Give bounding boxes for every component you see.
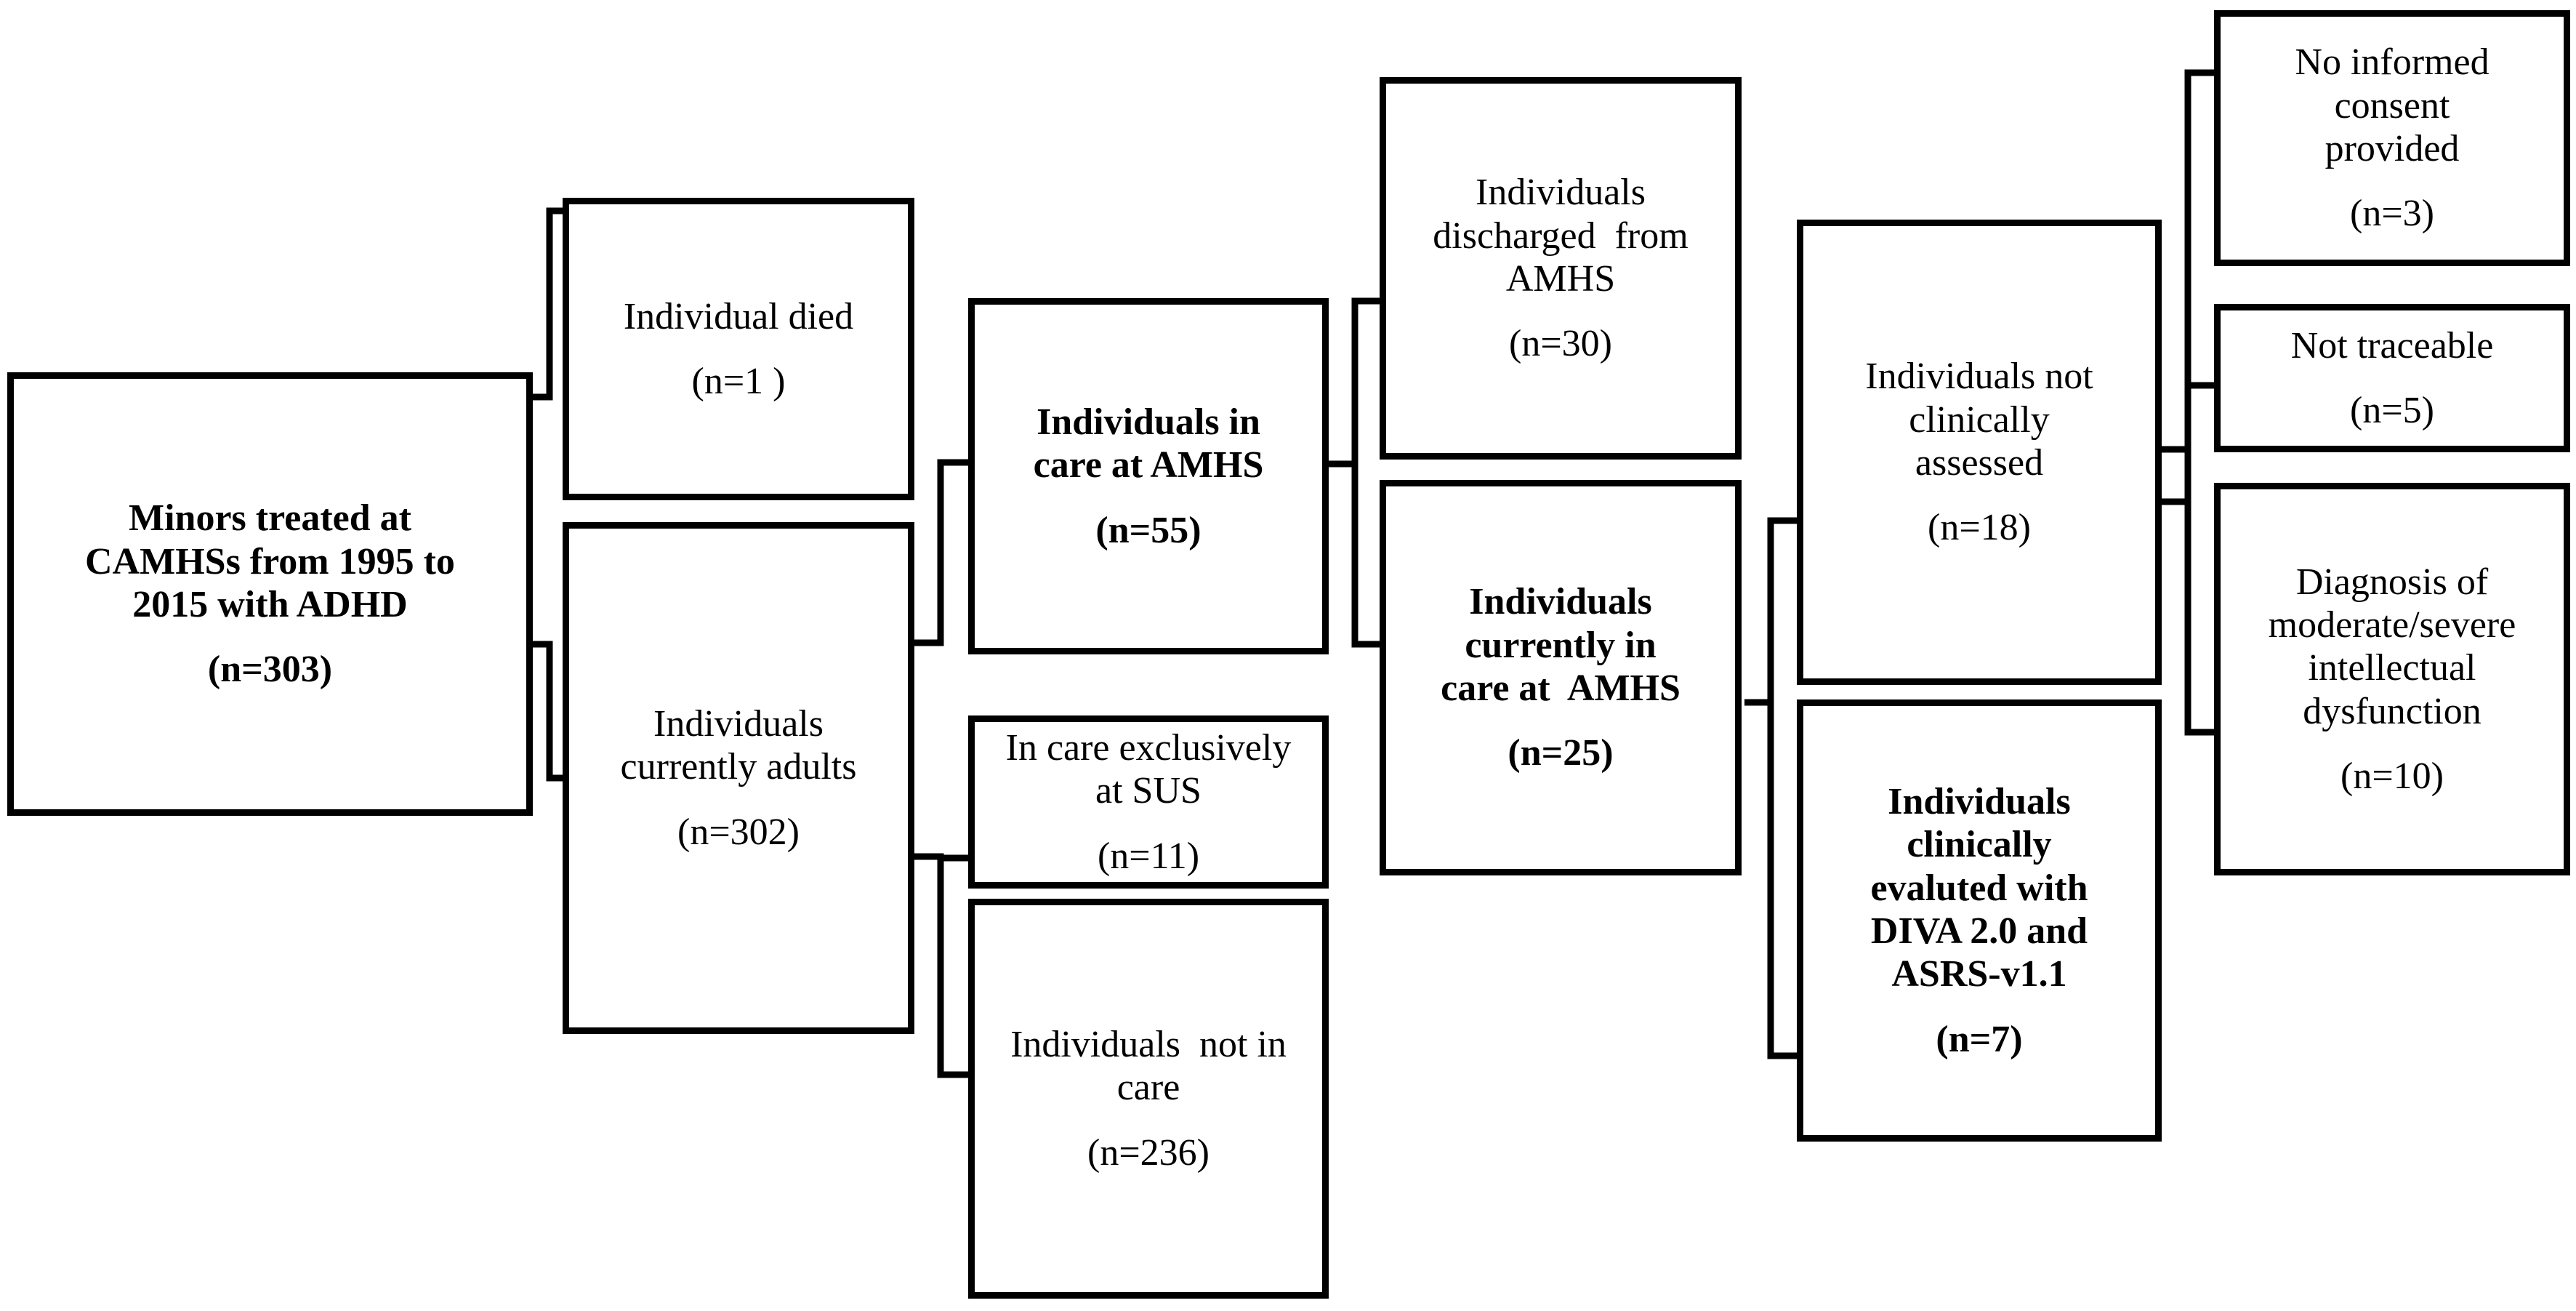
edge-adults-notincare xyxy=(914,853,968,1078)
node-intellectual-line-1: moderate/severe xyxy=(2268,604,2516,646)
node-adults-line-1: currently adults xyxy=(620,746,857,788)
node-no-consent-count: (n=3) xyxy=(2350,193,2434,235)
node-not-assessed-line-2: assessed xyxy=(1915,442,2044,484)
node-intellectual-line-3: dysfunction xyxy=(2303,690,2482,732)
edge-currently-evaluated xyxy=(1744,699,1797,1059)
edge-notassessed-nottraceable xyxy=(2162,382,2214,505)
node-currently-in-care[interactable]: Individuals currently in care at AMHS (n… xyxy=(1380,480,1742,875)
node-discharged[interactable]: Individuals discharged from AMHS (n=30) xyxy=(1380,77,1742,460)
node-currently-in-care-line-0: Individuals xyxy=(1469,581,1652,623)
edge-root-adults xyxy=(533,641,563,782)
node-died[interactable]: Individual died (n=1 ) xyxy=(563,198,914,500)
node-currently-in-care-line-1: currently in xyxy=(1465,624,1657,666)
node-not-traceable-line-0: Not traceable xyxy=(2290,324,2494,366)
node-root-count: (n=303) xyxy=(207,649,333,691)
node-discharged-line-1: discharged from xyxy=(1433,215,1689,257)
edge-adults-in-care xyxy=(914,459,968,646)
node-died-line-0: Individual died xyxy=(623,295,854,337)
node-not-in-care[interactable]: Individuals not in care (n=236) xyxy=(968,899,1329,1299)
node-in-care-amhs[interactable]: Individuals in care at AMHS (n=55) xyxy=(968,298,1329,654)
node-no-consent-line-1: consent xyxy=(2334,84,2450,127)
node-discharged-line-0: Individuals xyxy=(1476,172,1646,214)
node-not-traceable[interactable]: Not traceable (n=5) xyxy=(2214,304,2570,452)
edge-notassessed-intellectual xyxy=(2162,498,2214,736)
node-not-assessed-line-1: clinically xyxy=(1909,398,2050,441)
node-root-line-1: CAMHSs from 1995 to xyxy=(85,540,455,582)
edge-root-died xyxy=(533,207,563,401)
node-evaluated-line-3: DIVA 2.0 and xyxy=(1870,910,2088,952)
node-evaluated-line-4: ASRS-v1.1 xyxy=(1891,953,2067,995)
node-currently-in-care-count: (n=25) xyxy=(1508,732,1614,774)
node-not-assessed[interactable]: Individuals not clinically assessed (n=1… xyxy=(1797,220,2162,685)
node-in-care-amhs-count: (n=55) xyxy=(1095,509,1202,551)
node-adults-line-0: Individuals xyxy=(653,703,824,745)
node-evaluated-line-1: clinically xyxy=(1907,824,2052,866)
node-not-in-care-line-0: Individuals not in xyxy=(1010,1024,1287,1066)
node-not-assessed-count: (n=18) xyxy=(1928,507,2031,549)
node-sus-only-line-1: at SUS xyxy=(1095,770,1202,812)
node-currently-in-care-line-2: care at AMHS xyxy=(1441,667,1681,709)
node-sus-only-line-0: In care exclusively xyxy=(1005,727,1292,769)
node-sus-only-count: (n=11) xyxy=(1097,835,1200,877)
node-evaluated[interactable]: Individuals clinically evaluted with DIV… xyxy=(1797,699,2162,1142)
node-not-assessed-line-0: Individuals not xyxy=(1865,356,2093,398)
node-not-in-care-count: (n=236) xyxy=(1087,1131,1209,1174)
node-discharged-count: (n=30) xyxy=(1509,323,1612,365)
node-in-care-amhs-line-1: care at AMHS xyxy=(1033,444,1264,486)
node-root-line-0: Minors treated at xyxy=(129,497,411,540)
node-in-care-amhs-line-0: Individuals in xyxy=(1037,401,1260,444)
node-evaluated-line-2: evaluted with xyxy=(1870,867,2088,909)
node-discharged-line-2: AMHS xyxy=(1505,258,1616,300)
node-adults-count: (n=302) xyxy=(677,811,800,853)
node-intellectual-count: (n=10) xyxy=(2340,755,2444,797)
edge-amhs-currently xyxy=(1329,460,1380,648)
node-died-count: (n=1 ) xyxy=(691,361,786,402)
node-root-line-2: 2015 with ADHD xyxy=(132,584,408,625)
node-not-in-care-line-1: care xyxy=(1116,1067,1180,1109)
node-adults[interactable]: Individuals currently adults (n=302) xyxy=(563,522,914,1034)
node-intellectual[interactable]: Diagnosis of moderate/severe intellectua… xyxy=(2214,483,2570,875)
node-evaluated-count: (n=7) xyxy=(1936,1018,2023,1060)
node-no-consent-line-2: provided xyxy=(2325,128,2460,169)
node-root[interactable]: Minors treated at CAMHSs from 1995 to 20… xyxy=(7,372,533,816)
edge-amhs-discharged xyxy=(1329,297,1380,468)
node-intellectual-line-2: intellectual xyxy=(2308,647,2476,689)
node-not-traceable-count: (n=5) xyxy=(2350,390,2434,431)
node-no-consent-line-0: No informed xyxy=(2295,41,2490,84)
node-no-consent[interactable]: No informed consent provided (n=3) xyxy=(2214,10,2570,266)
node-intellectual-line-0: Diagnosis of xyxy=(2295,561,2489,603)
node-evaluated-line-0: Individuals xyxy=(1888,781,2071,823)
node-sus-only[interactable]: In care exclusively at SUS (n=11) xyxy=(968,715,1329,889)
edge-currently-notassessed xyxy=(1744,517,1797,706)
edge-notassessed-noconsent xyxy=(2162,69,2214,453)
